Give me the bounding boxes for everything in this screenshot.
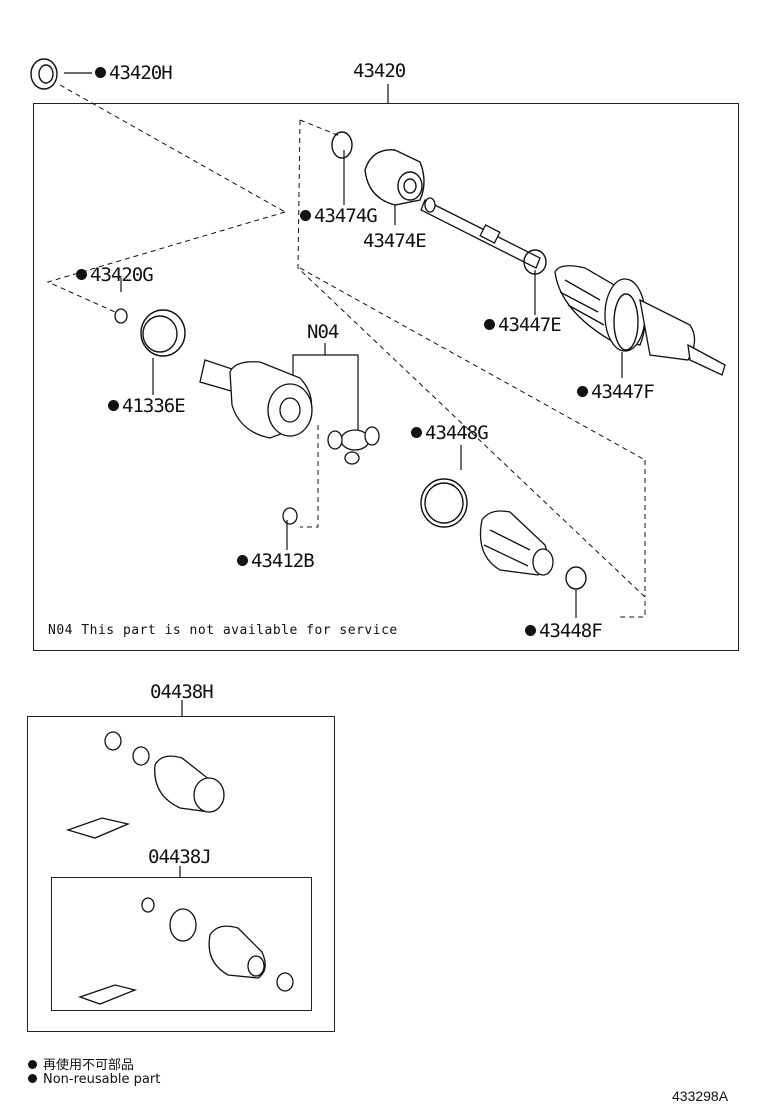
non-reusable-dot-icon [95, 67, 106, 78]
label-43447F: 43447F [577, 383, 655, 402]
non-reusable-dot-icon [108, 400, 119, 411]
label-04438J: 04438J [148, 846, 212, 868]
label-43412B: 43412B [237, 552, 315, 571]
label-43448G: 43448G [411, 424, 489, 443]
label-43420H: 43420H [95, 64, 173, 83]
legend-japanese: 再使用不可部品 [28, 1054, 134, 1073]
main-assembly-frame [33, 103, 739, 651]
non-reusable-dot-icon [411, 427, 422, 438]
label-43448F: 43448F [525, 622, 603, 641]
non-reusable-dot-icon [577, 386, 588, 397]
label-43420G: 43420G [76, 266, 154, 285]
label-04438H: 04438H [150, 681, 214, 703]
non-reusable-dot-icon [484, 319, 495, 330]
non-reusable-dot-icon [237, 555, 248, 566]
service-note: N04 This part is not available for servi… [48, 623, 398, 638]
non-reusable-dot-icon [300, 210, 311, 221]
label-41336E: 41336E [108, 397, 186, 416]
figure-id: 433298A [672, 1088, 729, 1104]
non-reusable-dot-icon [525, 625, 536, 636]
legend-english: Non-reusable part [28, 1072, 160, 1087]
legend-dot-icon [28, 1060, 37, 1069]
non-reusable-dot-icon [76, 269, 87, 280]
label-N04: N04 [307, 321, 339, 343]
legend-dot-icon [28, 1074, 37, 1083]
label-43474E: 43474E [363, 230, 427, 252]
label-43447E: 43447E [484, 316, 562, 335]
inner-boot-kit-frame [51, 877, 312, 1011]
label-43420: 43420 [353, 60, 406, 82]
boot-kit-frame [27, 716, 335, 1032]
label-43474G: 43474G [300, 207, 378, 226]
